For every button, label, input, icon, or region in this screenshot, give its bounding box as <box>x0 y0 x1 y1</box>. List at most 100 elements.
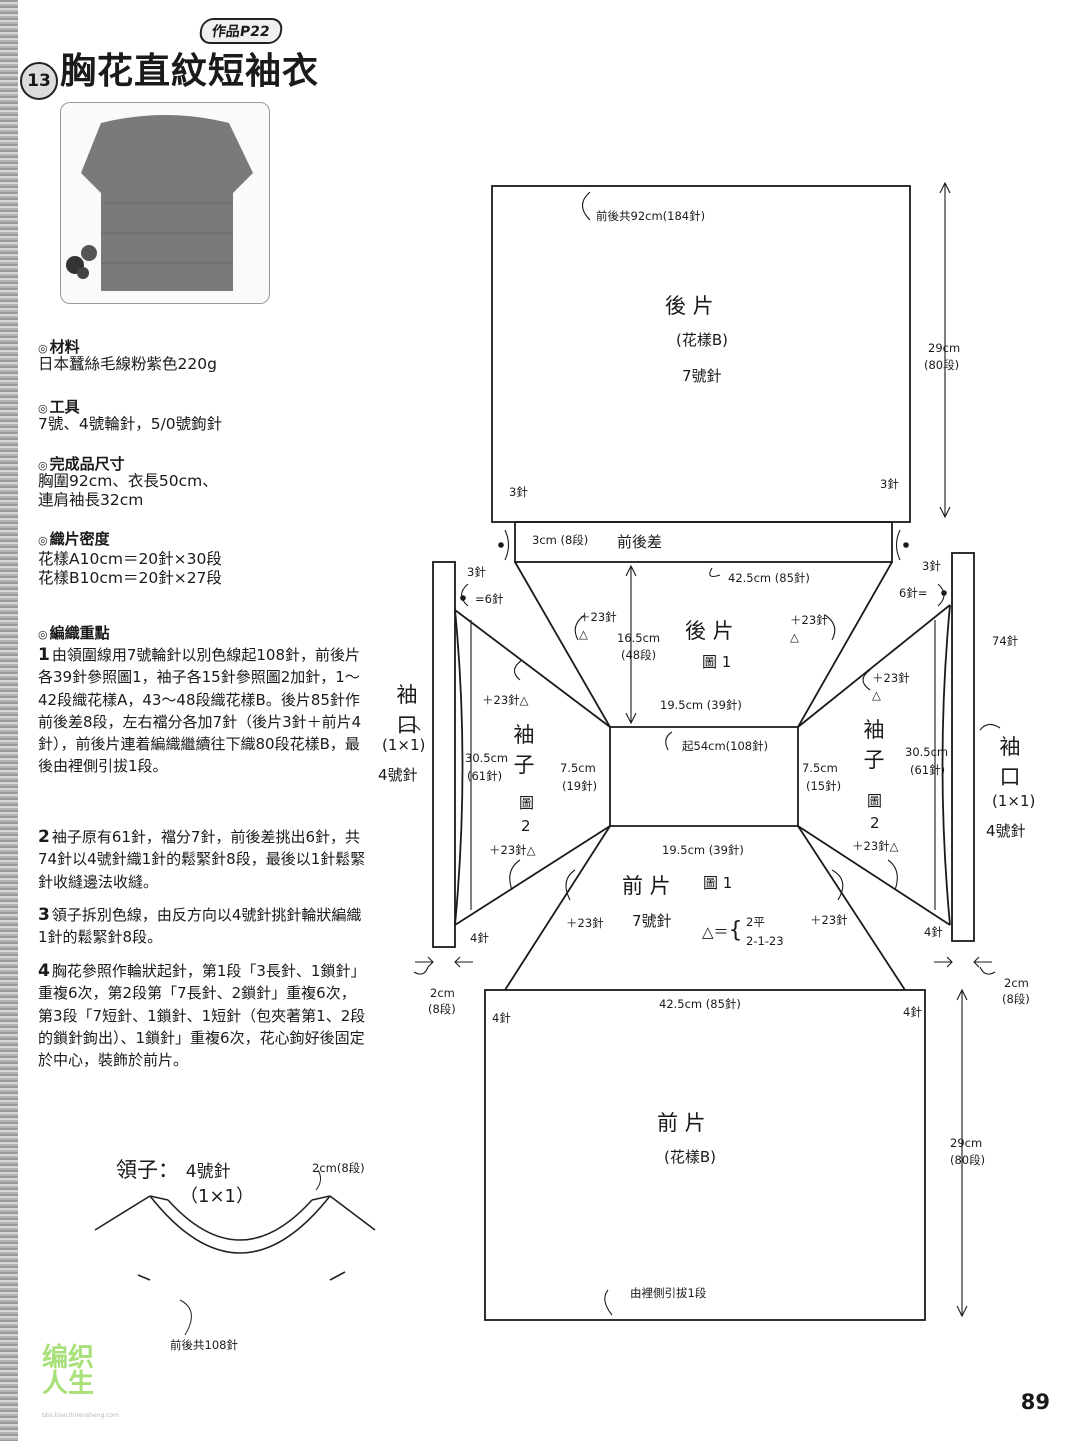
right-cuff-stitches: 74針 <box>992 634 1019 648</box>
back-left-stitches: 3針 <box>509 485 528 499</box>
right-sleeve-eq: 6針= <box>899 586 928 600</box>
left-sleeve-height: 30.5cm <box>465 751 509 765</box>
front-piece-name: 前 片 <box>657 1111 706 1135</box>
right-cuff-needle: 4號針 <box>986 822 1026 840</box>
left-sleeve-fig: 圖 <box>519 794 535 812</box>
right-cuff-width: 2cm <box>1004 976 1029 990</box>
left-cuff-rows: (8段) <box>428 1002 456 1016</box>
back-height: 29cm <box>928 341 961 355</box>
front-left-stitches: 4針 <box>492 1011 511 1025</box>
watermark-logo: 编织人生 <box>42 1343 95 1399</box>
front-height: 29cm <box>950 1136 983 1150</box>
page-title: 胸花直紋短袖衣 <box>60 51 320 92</box>
right-sleeve-rows: (61針) <box>910 763 946 777</box>
left-sleeve-bottom-st: 4針 <box>470 931 489 945</box>
yoke-front-plus-left: ＋23針 <box>566 916 604 930</box>
yoke-back-plus-left: ＋23針△ <box>579 610 617 641</box>
points-heading: 編織重點 <box>38 622 110 643</box>
left-sleeve-name: 袖子 <box>513 723 535 777</box>
tools-heading: 工具 <box>38 396 80 417</box>
right-sleeve-name: 袖子 <box>863 718 885 772</box>
collar-height-label: 2cm(8段) <box>312 1161 365 1175</box>
diff-label: 前後差 <box>617 533 663 551</box>
left-sleeve-eq: =6針 <box>475 592 504 606</box>
yoke-front-plus-right: ＋23針 <box>810 913 848 927</box>
left-sleeve-rows: (61針) <box>467 769 503 783</box>
back-needle: 7號針 <box>682 367 722 385</box>
back-right-stitches: 3針 <box>880 477 899 491</box>
gauge-heading: 織片密度 <box>38 528 110 549</box>
pattern-number-badge: 13 <box>20 62 58 100</box>
front-rows: (80段) <box>950 1153 986 1167</box>
left-cuff-name: 袖口 <box>396 683 418 737</box>
materials-heading: 材料 <box>38 336 80 357</box>
yoke-front-formula: △＝{ <box>702 918 743 943</box>
gauge-line-2: 花樣B10cm＝20針×27段 <box>38 569 222 587</box>
size-line-1: 胸圍92cm、衣長50cm、 <box>38 472 218 490</box>
center-cast-on: 起54cm(108針) <box>682 739 769 753</box>
left-cuff-rib: (1×1) <box>382 736 426 754</box>
front-top-width: 42.5cm (85針) <box>659 997 741 1011</box>
page-number: 89 <box>1020 1390 1050 1414</box>
right-sleeve-bottom-st: 4針 <box>924 925 943 939</box>
center-right-rows: (15針) <box>806 779 842 793</box>
yoke-back-name: 後 片 <box>685 619 734 643</box>
yoke-front-formula-2: 2-1-23 <box>746 934 784 948</box>
right-sleeve-plus-top: ＋23針△ <box>872 671 910 702</box>
watermark-url: bbs.bianzhirensheng.com <box>42 1412 120 1419</box>
yoke-front-formula-1: 2平 <box>746 915 765 929</box>
front-bottom-note: 由裡側引拔1段 <box>630 1286 707 1300</box>
right-cuff-rib: (1×1) <box>992 792 1036 810</box>
left-sleeve-fig-no: 2 <box>521 817 531 835</box>
right-cuff-name: 袖口 <box>999 735 1021 789</box>
right-sleeve-plus-bottom: ＋23針△ <box>852 839 899 853</box>
yoke-back-rows: (48段) <box>621 648 657 662</box>
yoke-back-plus-right: ＋23針△ <box>790 613 828 644</box>
back-rows: (80段) <box>924 358 960 372</box>
collar-rib: （1×1） <box>180 1186 254 1207</box>
page-edge-binding <box>0 0 18 1441</box>
left-sleeve-plus-bottom: ＋23針△ <box>489 843 536 857</box>
right-sleeve-fig: 圖 <box>867 792 883 810</box>
collar-bottom-label: 前後共108針 <box>170 1338 238 1352</box>
collar-title: 領子： 4號針 <box>116 1158 231 1182</box>
yoke-front-needle: 7號針 <box>632 912 672 930</box>
shirt-icon <box>66 115 253 291</box>
diff-size: 3cm (8段) <box>532 533 589 547</box>
center-right-height: 7.5cm <box>802 761 838 775</box>
center-left-height: 7.5cm <box>560 761 596 775</box>
yoke-back-width: 42.5cm (85針) <box>728 571 810 585</box>
yoke-back-figure: 圖 1 <box>702 653 732 671</box>
materials-text: 日本蠶絲毛線粉紫色220g <box>38 355 217 373</box>
garment-illustration <box>60 102 270 304</box>
yoke-back-height: 16.5cm <box>617 631 661 645</box>
left-cuff-width: 2cm <box>430 986 455 1000</box>
back-top-width: 前後共92cm(184針) <box>596 209 706 223</box>
center-top-width: 19.5cm (39針) <box>660 698 742 712</box>
front-right-stitches: 4針 <box>903 1005 922 1019</box>
center-bottom-width: 19.5cm (39針) <box>662 843 744 857</box>
center-left-rows: (19針) <box>562 779 598 793</box>
yoke-front-name: 前 片 <box>622 874 671 898</box>
back-pattern: (花樣B) <box>676 331 728 349</box>
yoke-front-figure: 圖 1 <box>703 874 733 892</box>
size-line-2: 連肩袖長32cm <box>38 491 144 509</box>
collar-diagram <box>94 1169 376 1336</box>
right-cuff-rows: (8段) <box>1002 992 1030 1006</box>
left-sleeve-top-st: 3針 <box>467 565 486 579</box>
back-piece-name: 後 片 <box>665 294 714 318</box>
right-sleeve-top-st: 3針 <box>922 559 941 573</box>
right-sleeve-fig-no: 2 <box>870 814 880 832</box>
right-sleeve-height: 30.5cm <box>905 745 949 759</box>
front-pattern: (花樣B) <box>664 1148 716 1166</box>
gauge-line-1: 花樣A10cm＝20針×30段 <box>38 550 222 568</box>
tools-text: 7號、4號輪針，5/0號鉤針 <box>38 415 223 433</box>
left-cuff-needle: 4號針 <box>378 766 418 784</box>
left-sleeve-plus-top: ＋23針△ <box>482 693 529 707</box>
size-heading: 完成品尺寸 <box>38 453 125 474</box>
